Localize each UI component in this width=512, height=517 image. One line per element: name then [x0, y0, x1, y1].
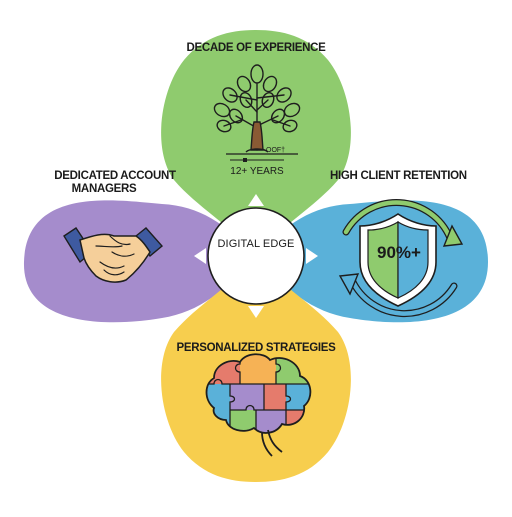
petal-top-title: DECADE OF EXPERIENCE: [186, 42, 326, 54]
tree-ground-text: OOF†: [266, 147, 286, 154]
petal-right-title: HIGH CLIENT RETENTION: [330, 170, 467, 182]
petal-left-title-line2: MANAGERS: [71, 183, 137, 195]
handshake-icon: [63, 227, 164, 283]
arrow-right: [306, 248, 318, 264]
petal-left-title-line1: DEDICATED ACCOUNT: [54, 170, 176, 182]
center-label: DIGITAL EDGE: [217, 238, 295, 250]
tree-icon: [213, 64, 301, 162]
petal-bottom-title: PERSONALIZED STRATEGIES: [176, 342, 336, 354]
center-circle: [207, 207, 305, 305]
arrow-up: [248, 194, 264, 206]
petal-top-caption: 12+ YEARS: [230, 166, 284, 177]
arrow-down: [248, 306, 264, 318]
arrow-left: [194, 248, 206, 264]
retention-badge: 90%+: [377, 243, 421, 262]
shield-icon: [338, 198, 464, 318]
